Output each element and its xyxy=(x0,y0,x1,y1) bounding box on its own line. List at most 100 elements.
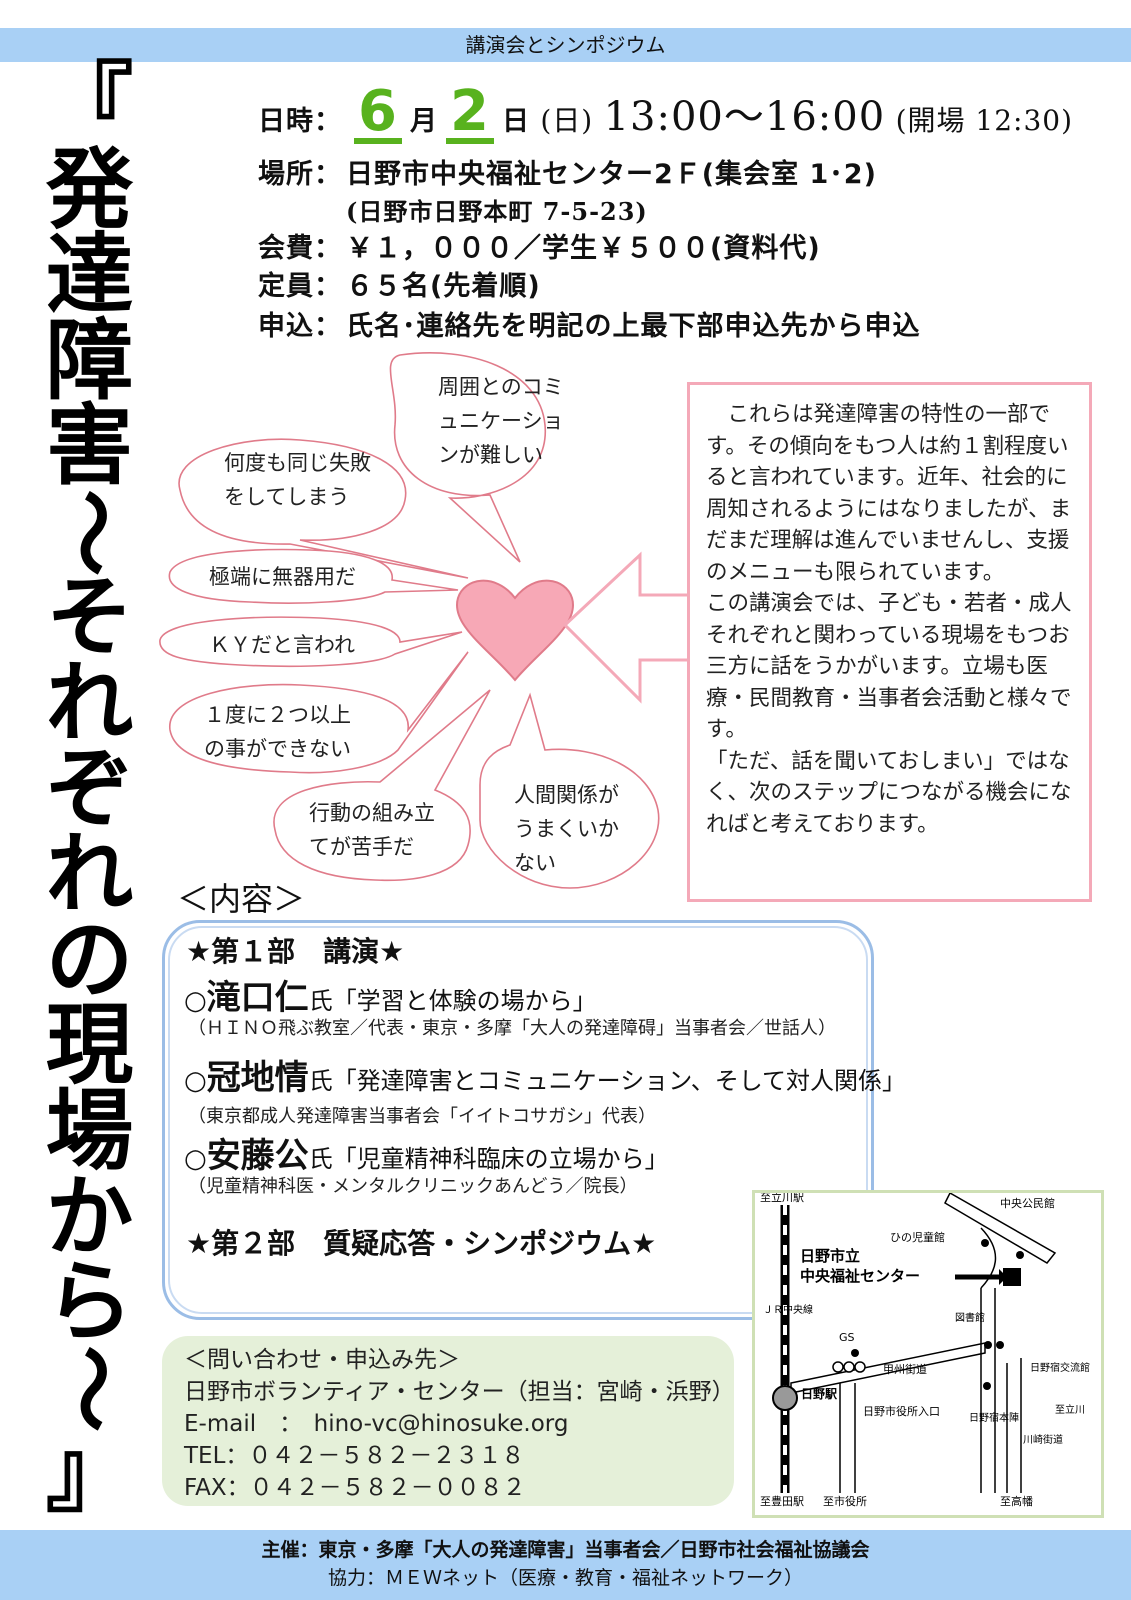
map-label-center-1: 日野市立 xyxy=(800,1247,860,1265)
weekday: (日) xyxy=(540,104,594,137)
open-time: (開場 12:30) xyxy=(895,104,1074,137)
place-value: 日野市中央福祉センター2Ｆ(集会室 1･2) xyxy=(346,159,877,190)
speaker-2-name: 冠地情 xyxy=(206,1058,309,1098)
speaker-2: ○冠地情氏「発達障害とコミュニケーション、そして対人関係」 xyxy=(184,1058,907,1098)
speaker-3: ○安藤公氏「児童精神科臨床の立場から」 xyxy=(184,1136,669,1176)
title-char: 『 xyxy=(45,53,134,155)
bubble-text-7: 人間関係がうまくいかない xyxy=(514,783,619,875)
title-char: そ xyxy=(45,566,134,669)
bubble-text-2: 何度も同じ失敗をしてしまう xyxy=(224,451,371,509)
arrow-left-icon xyxy=(562,551,690,704)
contact-box: ＜問い合わせ・申込み先＞ 日野市ボランティア・センター（担当：宮崎・浜野） E-… xyxy=(162,1336,735,1506)
title-char: 発 xyxy=(45,138,134,241)
contact-tel: TEL：０４２－５８２－２３１８ xyxy=(184,1443,525,1469)
contact-org: 日野市ボランティア・センター（担当：宮崎・浜野） xyxy=(184,1379,735,1405)
event-time: 13:00～16:00 xyxy=(603,94,886,140)
heart-icon xyxy=(455,579,575,682)
map-label-honjin: 日野宿本陣 xyxy=(969,1411,1019,1424)
map-label-tachikawa-dir: 至立川 xyxy=(1055,1403,1085,1416)
title-char: 場 xyxy=(45,1079,134,1182)
title-char: ～ xyxy=(39,489,142,577)
map-label-hino-station: 日野駅 xyxy=(801,1387,838,1401)
title-char: 現 xyxy=(45,994,134,1097)
address-value: (日野市日野本町 7-5-23) xyxy=(346,197,648,226)
title-char: れ xyxy=(45,823,134,926)
month-number: 6 xyxy=(354,84,402,144)
map-label-kominkan: 中央公民館 xyxy=(1000,1196,1055,1210)
map-label-tachikawa-station: 至立川駅 xyxy=(760,1193,804,1204)
date-label: 日時： xyxy=(258,106,342,137)
title-char: ～ xyxy=(39,1344,142,1433)
apply-value: 氏名･連絡先を明記の上最下部申込先から申込 xyxy=(346,311,921,342)
day-number: 2 xyxy=(445,84,494,144)
program-heading: ＜内容＞ xyxy=(177,880,306,918)
capacity-row: 定員：６５名(先着順) xyxy=(258,264,541,303)
map-label-kouryukan: 日野宿交流館 xyxy=(1030,1361,1090,1374)
title-char: の xyxy=(45,908,134,1011)
map-label-city-hall-entrance: 日野市役所入口 xyxy=(863,1404,940,1418)
speaker-3-name: 安藤公 xyxy=(206,1136,309,1176)
fee-label: 会費： xyxy=(258,233,342,264)
speaker-1-name: 滝口仁 xyxy=(206,978,309,1018)
fee-row: 会費：￥１，０００／学生￥５００(資料代) xyxy=(258,226,821,265)
access-map: 至立川駅 日野駅 至豊田駅 至市役所 日野市役所入口 甲州街道 GS 日野市立 … xyxy=(752,1190,1104,1518)
fee-value: ￥１，０００／学生￥５００(資料代) xyxy=(346,233,821,264)
part2-heading: ★第２部 質疑応答・シンポジウム★ xyxy=(186,1227,657,1260)
description-paragraph-1: これらは発達障害の特性の一部です。その傾向をもつ人は約１割程度いると言われていま… xyxy=(706,402,1072,585)
map-label-jr-line: ＪＲ中央線 xyxy=(763,1303,813,1316)
title-char: ぞ xyxy=(45,737,134,840)
capacity-label: 定員： xyxy=(258,271,342,302)
program-box-inner-border xyxy=(168,926,868,1314)
footer-cooperation: 協力：ＭＥＷネット（医療・教育・福祉ネットワーク） xyxy=(327,1567,803,1589)
title-char: 達 xyxy=(45,224,134,327)
capacity-value: ６５名(先着順) xyxy=(346,271,541,302)
month-unit: 月 xyxy=(409,106,438,137)
category-text: 講演会とシンポジウム xyxy=(465,33,666,57)
map-label-takahata: 至高幡 xyxy=(1000,1494,1033,1508)
map-label-koshu-kaido: 甲州街道 xyxy=(883,1362,927,1376)
title-char: ら xyxy=(45,1251,134,1354)
contact-email: E-mail ： hino-vc@hinosuke.org xyxy=(184,1411,569,1437)
place-row: 場所：日野市中央福祉センター2Ｆ(集会室 1･2) xyxy=(258,152,877,191)
contact-fax: FAX：０４２－５８２－００８２ xyxy=(184,1475,526,1501)
bubble-shape-5 xyxy=(169,651,469,774)
speaker-1: ○滝口仁氏「学習と体験の場から」 xyxy=(184,978,597,1018)
address-row: (日野市日野本町 7-5-23) xyxy=(346,192,648,227)
map-label-library: 図書館 xyxy=(955,1311,985,1324)
title-char: れ xyxy=(45,652,134,755)
map-label-jidokan: ひの児童館 xyxy=(890,1230,945,1244)
footer-organizer: 主催：東京・多摩「大人の発達障害」当事者会／日野市社会福祉協議会 xyxy=(261,1539,870,1561)
speaker-3-topic: 「児童精神科臨床の立場から」 xyxy=(332,1145,669,1173)
map-label-gs: GS xyxy=(839,1331,855,1344)
bubble-shape-2 xyxy=(178,438,469,579)
description-paragraph-2: この講演会では、子ども・若者・成人それぞれと関わっている現場をもつお三方に話をう… xyxy=(706,591,1072,742)
bubble-shape-1 xyxy=(389,352,546,563)
place-label: 場所： xyxy=(258,159,342,190)
bubble-text-3: 極端に無器用だ xyxy=(209,565,356,589)
bubble-text-5: １度に２つ以上の事ができない xyxy=(204,703,351,761)
speaker-3-affiliation: （児童精神科医・メンタルクリニックあんどう／院長） xyxy=(188,1176,638,1197)
description-paragraph-3: 「ただ、話を聞いておしまい」ではなく、次のステップにつながる機会になればと考えて… xyxy=(706,748,1072,837)
contact-heading: ＜問い合わせ・申込み先＞ xyxy=(184,1347,460,1373)
svg-text:至立川駅: 至立川駅 xyxy=(760,1193,804,1204)
bubble-text-1: 周囲とのコミュニケーションが難しい xyxy=(438,375,564,467)
bubble-shape-3 xyxy=(168,548,459,604)
bubble-shape-6 xyxy=(273,689,491,882)
map-label-center-2: 中央福祉センター xyxy=(800,1267,920,1285)
bubble-shape-7 xyxy=(479,692,660,889)
speaker-2-affiliation: （東京都成人発達障害当事者会「イイトコサガシ」代表） xyxy=(188,1106,656,1127)
title-char: 障 xyxy=(45,309,134,412)
vertical-title: 『発達障害～それぞれの現場から～』 xyxy=(22,53,157,1517)
traits-graphic xyxy=(159,352,690,889)
speaker-2-topic: 「発達障害とコミュニケーション、そして対人関係」 xyxy=(332,1067,907,1095)
map-drawing: 至立川駅 日野駅 至豊田駅 至市役所 日野市役所入口 甲州街道 GS 日野市立 … xyxy=(760,1190,1090,1508)
speaker-1-topic: 「学習と体験の場から」 xyxy=(332,987,597,1015)
description-box: これらは発達障害の特性の一部です。その傾向をもつ人は約１割程度いると言われていま… xyxy=(687,382,1092,902)
footer-banner: 主催：東京・多摩「大人の発達障害」当事者会／日野市社会福祉協議会 協力：ＭＥＷネ… xyxy=(0,1530,1131,1600)
apply-label: 申込： xyxy=(258,311,342,342)
bubble-text-4: ＫＹだと言われ xyxy=(209,633,355,657)
apply-row: 申込：氏名･連絡先を明記の上最下部申込先から申込 xyxy=(258,304,921,343)
title-char: か xyxy=(45,1165,134,1268)
map-label-kawasaki-kaido: 川崎街道 xyxy=(1023,1433,1063,1446)
